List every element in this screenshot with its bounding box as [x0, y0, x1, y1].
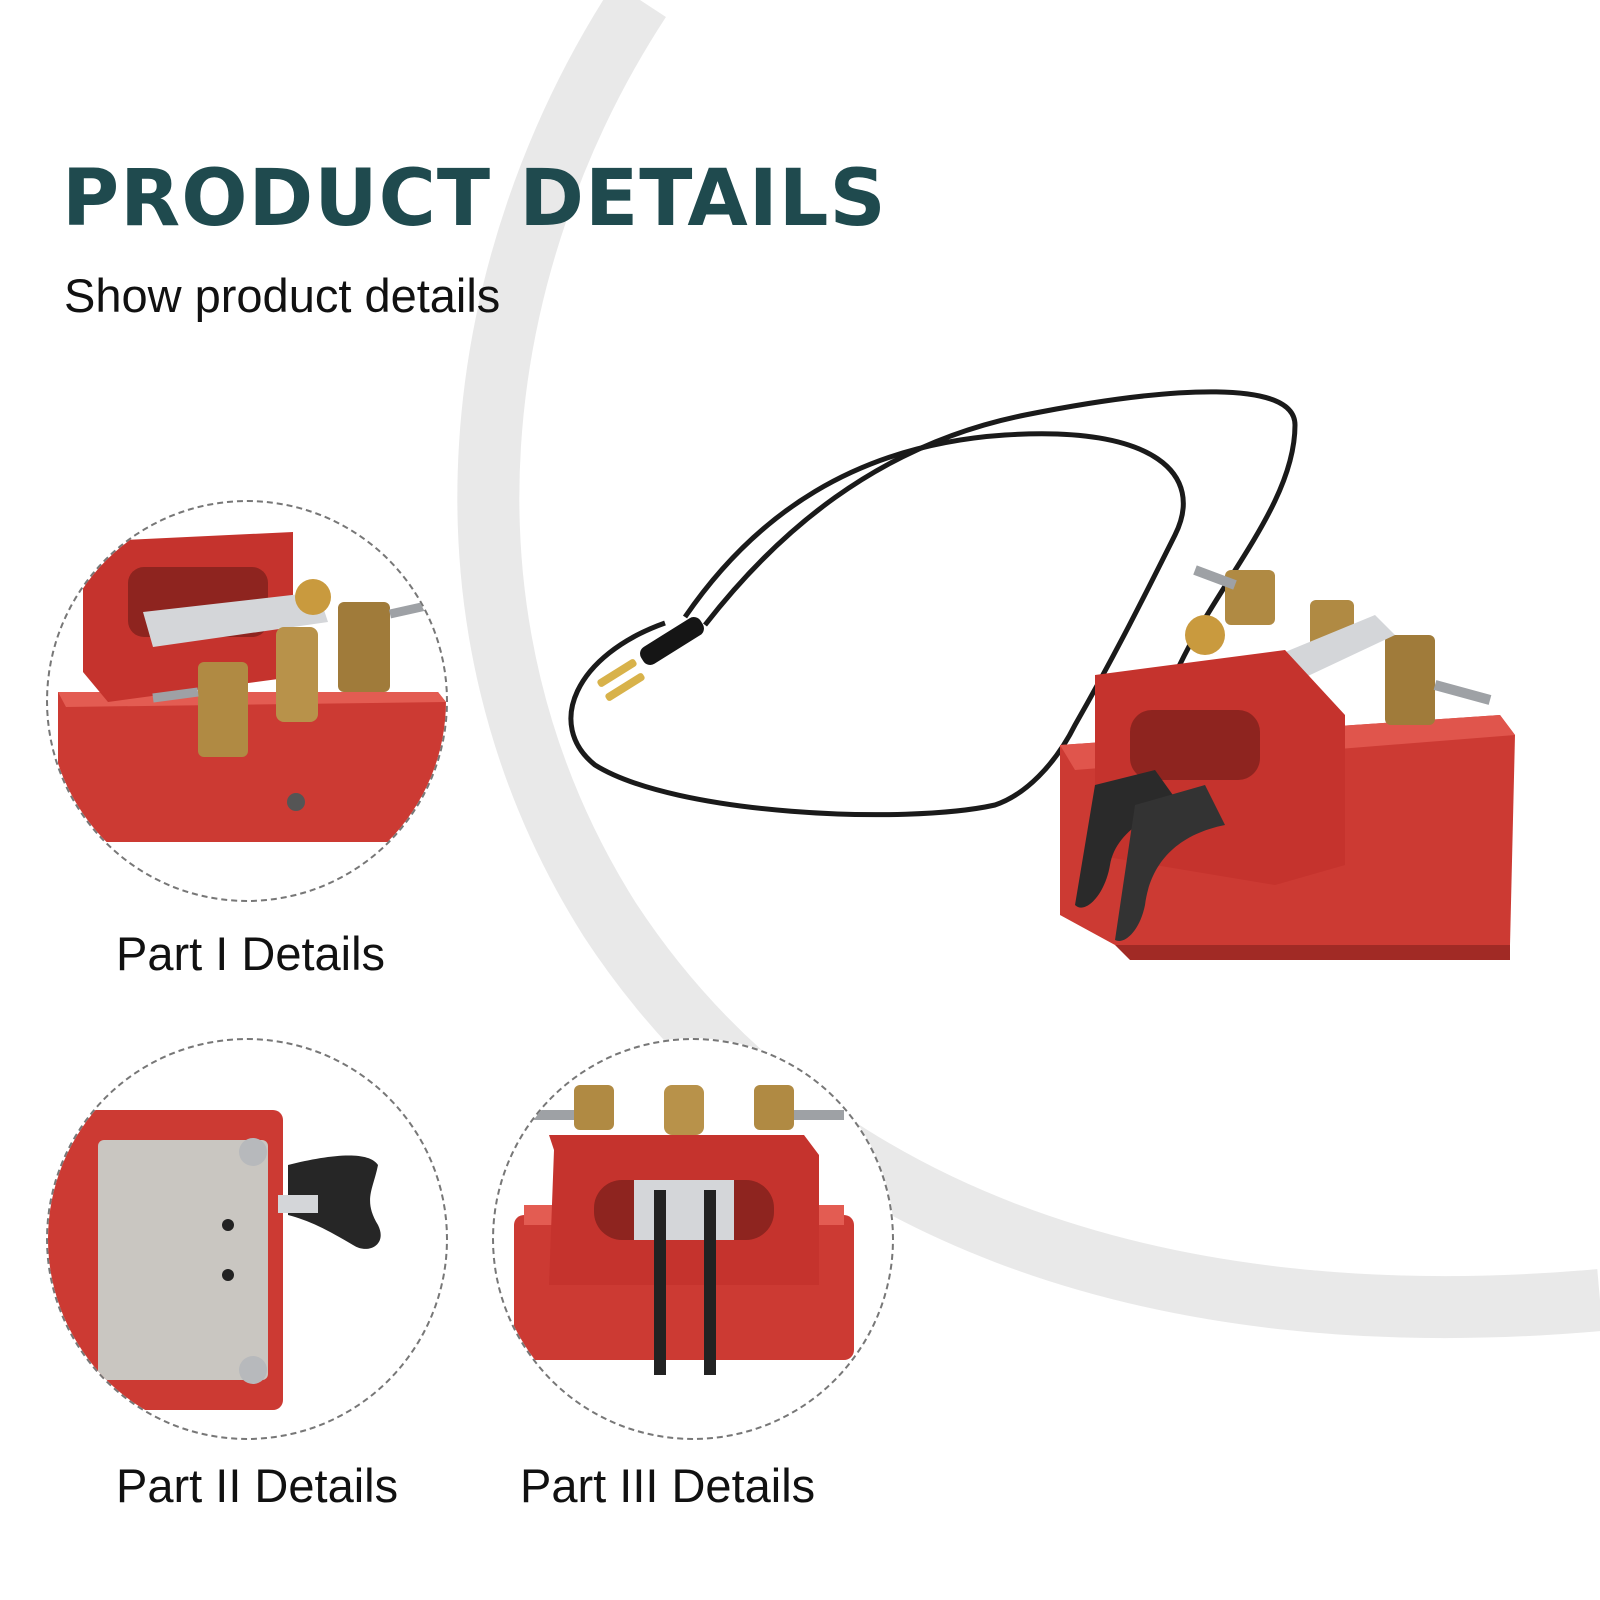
part-3-caption: Part III Details — [520, 1459, 816, 1512]
detail-circle-part-2 — [46, 1038, 448, 1440]
brass-post — [574, 1085, 614, 1130]
part-2-caption: Part II Details — [116, 1459, 399, 1512]
detail-circle-part-1 — [46, 500, 448, 902]
brass-post — [276, 627, 318, 722]
mount-screw — [239, 1356, 267, 1384]
part-2-image — [48, 1110, 381, 1410]
part-1-caption: Part I Details — [116, 927, 386, 980]
carbon-paddle — [288, 1155, 381, 1249]
carbon-paddle — [654, 1190, 666, 1375]
cable-loop — [568, 431, 1186, 818]
mount-screw — [239, 1138, 267, 1166]
brass-knob — [295, 579, 331, 615]
brass-post — [754, 1085, 794, 1130]
brass-post — [338, 602, 390, 692]
page-subtitle: Show product details — [64, 269, 501, 322]
brass-post — [1225, 570, 1275, 625]
brass-post — [664, 1085, 704, 1135]
main-product-image — [568, 389, 1515, 960]
detail-circle-part-3 — [492, 1038, 894, 1440]
audio-jack-plug — [597, 616, 704, 701]
brass-post — [198, 662, 248, 757]
brass-knob — [1185, 615, 1225, 655]
page-title: PRODUCT DETAILS — [62, 154, 887, 244]
carbon-paddle — [704, 1190, 716, 1375]
part-3-image — [514, 1085, 854, 1375]
carbon-paddle — [1115, 785, 1225, 941]
part-1-image — [58, 532, 446, 842]
brass-post — [1385, 635, 1435, 725]
